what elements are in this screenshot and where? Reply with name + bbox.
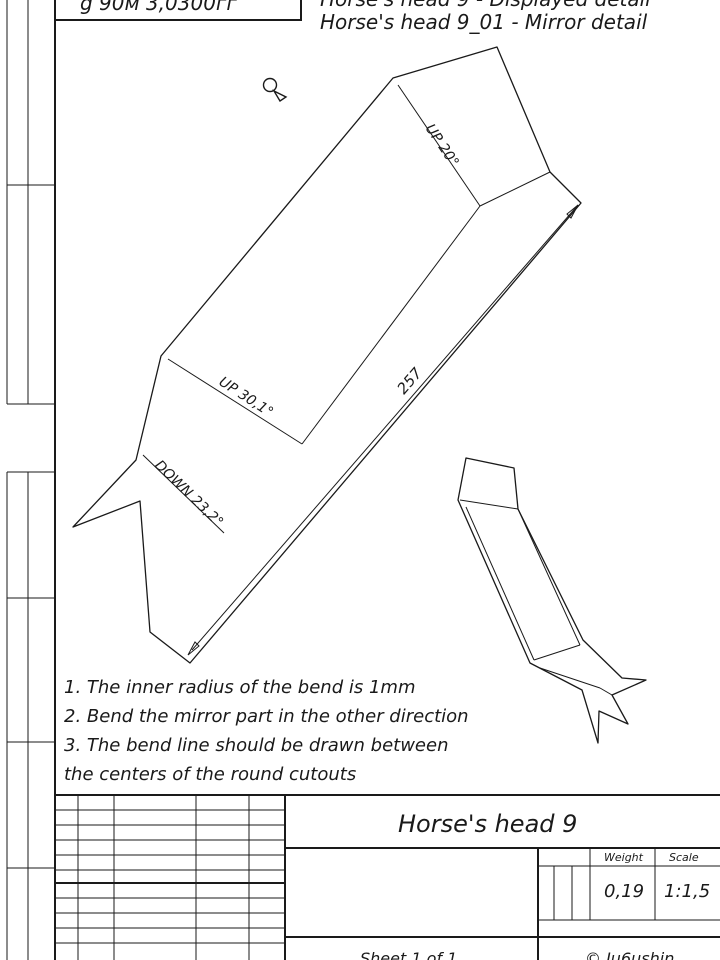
dimension-arrow-top: [566, 204, 579, 219]
note-2: 2. Bend the mirror part in the other dir…: [64, 706, 469, 727]
bend-line-down-23: [142, 454, 225, 534]
header-box-text: g 90м 3,0300гг: [80, 0, 237, 15]
title-block: Horse's head 9 Weight Scale 0,19 1:1,5 S…: [55, 794, 720, 960]
inner-edge-line: [301, 205, 481, 445]
note-1: 1. The inner radius of the bend is 1mm: [64, 677, 415, 698]
scale-value: 1:1,5: [664, 881, 710, 902]
flat-pattern-outline: [72, 46, 582, 664]
bend-line-up-30: [167, 358, 303, 445]
scale-label: Scale: [669, 851, 699, 864]
note-4: the centers of the round cutouts: [64, 764, 356, 785]
weight-label: Weight: [604, 851, 644, 864]
author-text: © Ju6ushin: [585, 949, 674, 960]
drawing-frame: [6, 0, 56, 960]
note-3: 3. The bend line should be drawn between: [64, 735, 448, 756]
first-angle-projection-icon: [262, 77, 288, 102]
folded-part-view: [457, 457, 647, 744]
header-block: g 90м 3,0300гг Horse's head 9 - Displaye…: [54, 0, 651, 34]
upper-tab-fold: [479, 171, 551, 207]
flat-pattern-detail: [72, 46, 582, 664]
header-line-2: Horse's head 9_01 - Mirror detail: [320, 10, 648, 34]
sheet-text: Sheet 1 of 1: [360, 949, 457, 960]
bend-line-up-20: [397, 84, 481, 207]
header-line-1: Horse's head 9 - Displayed detail: [320, 0, 651, 11]
dimension-arrow-bottom: [187, 641, 200, 656]
dimension-line: [191, 204, 579, 651]
weight-value: 0,19: [604, 881, 644, 902]
notes-block: 1. The inner radius of the bend is 1mm 2…: [64, 677, 469, 785]
part-title: Horse's head 9: [398, 810, 577, 838]
